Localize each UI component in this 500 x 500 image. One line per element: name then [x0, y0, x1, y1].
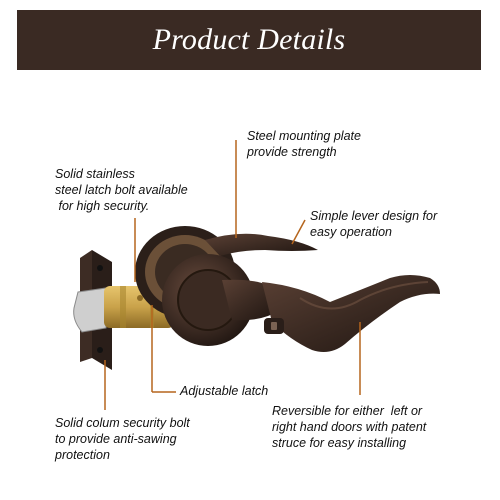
rear-lever: [205, 233, 318, 256]
callout-latch-bolt: Solid stainless steel latch bolt availab…: [55, 167, 188, 213]
front-rose: [162, 254, 254, 346]
leader-lines: [104, 140, 361, 410]
privacy-turn: [264, 318, 284, 334]
banner-title: Product Details: [152, 23, 346, 56]
callout-reversible: Reversible for either left or right hand…: [272, 404, 427, 450]
wave-lever-handle: [262, 275, 440, 352]
callout-security-bolt: Solid colum security bolt to provide ant…: [55, 416, 190, 462]
callout-adjustable-latch: Adjustable latch: [180, 384, 269, 398]
latch-bolt: [73, 287, 107, 333]
callout-lever-design: Simple lever design for easy operation: [310, 209, 438, 239]
title-banner: Product Details: [17, 10, 481, 70]
callout-mounting-plate: Steel mounting plate provide strength: [247, 129, 361, 159]
